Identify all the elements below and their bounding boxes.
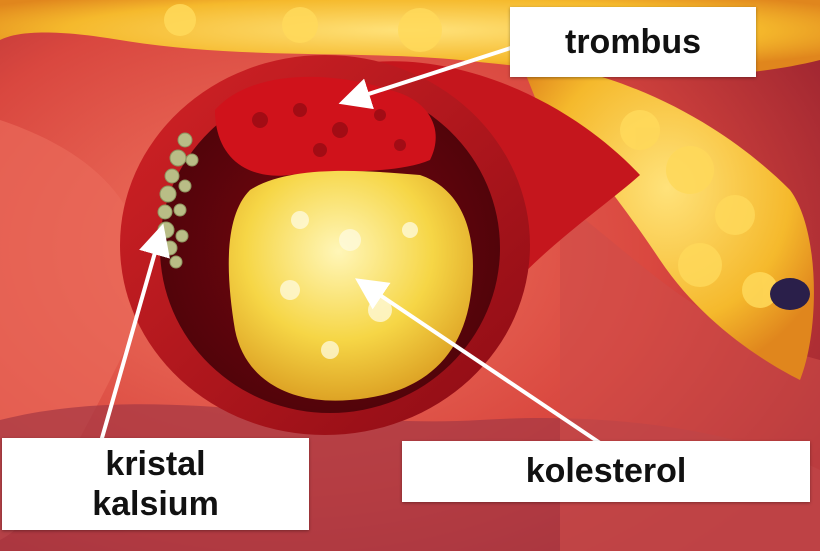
cholesterol-plaque <box>228 170 473 401</box>
arrow-kalsium <box>98 223 170 446</box>
label-trombus: trombus <box>510 7 756 77</box>
label-kalsium-line1: kristal <box>105 445 206 483</box>
label-kalsium-line2: kalsium <box>92 485 219 523</box>
label-kolesterol: kolesterol <box>402 441 810 502</box>
fat-globules <box>164 4 778 308</box>
thrombus-texture <box>252 103 406 157</box>
label-kristal-kalsium: kristal kalsium <box>2 438 309 530</box>
thrombus <box>215 76 436 176</box>
arrow-trombus <box>338 43 521 110</box>
arrow-kolesterol <box>355 278 602 445</box>
dark-spot <box>770 278 810 310</box>
